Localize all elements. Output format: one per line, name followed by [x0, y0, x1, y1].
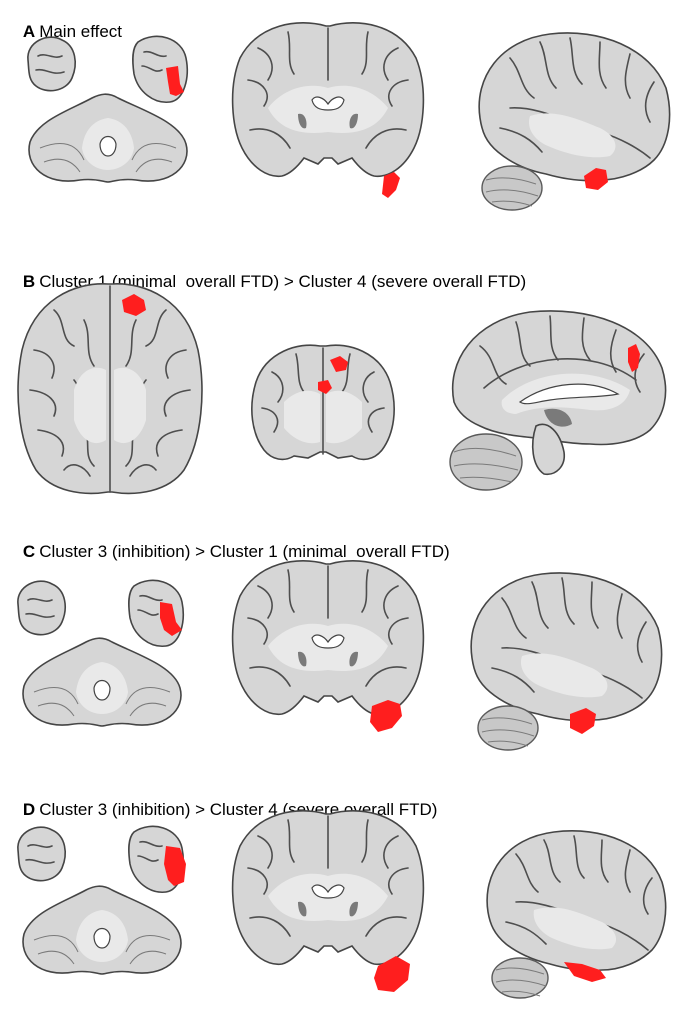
panel-a-letter: A [22, 22, 36, 41]
panel-c-label: Cluster 3 (inhibition) > Cluster 1 (mini… [39, 542, 450, 561]
panel-c-sagittal-slice [470, 572, 663, 751]
panel-c-axial-slice [17, 579, 184, 727]
panel-d-sagittal-slice [486, 830, 667, 999]
panel-d-axial-slice [17, 825, 186, 975]
panel-c-letter: C [22, 542, 36, 561]
panel-b-sagittal-slice [449, 310, 667, 491]
panel-b-coronal-slice [251, 344, 395, 461]
panel-b-label: Cluster 1 (minimal overall FTD) > Cluste… [39, 272, 527, 291]
panel-a-coronal-slice [231, 22, 425, 198]
panel-b-letter: B [22, 272, 36, 291]
panel-a-sagittal-slice [478, 32, 671, 211]
panel-d-coronal-slice [231, 810, 425, 992]
panel-d-letter: D [22, 800, 36, 819]
panel-b-axial-slice [17, 283, 203, 495]
panel-a-label: Main effect [39, 22, 123, 41]
panel-a-axial-slice [27, 35, 188, 183]
panel-c-coronal-slice [231, 560, 425, 732]
